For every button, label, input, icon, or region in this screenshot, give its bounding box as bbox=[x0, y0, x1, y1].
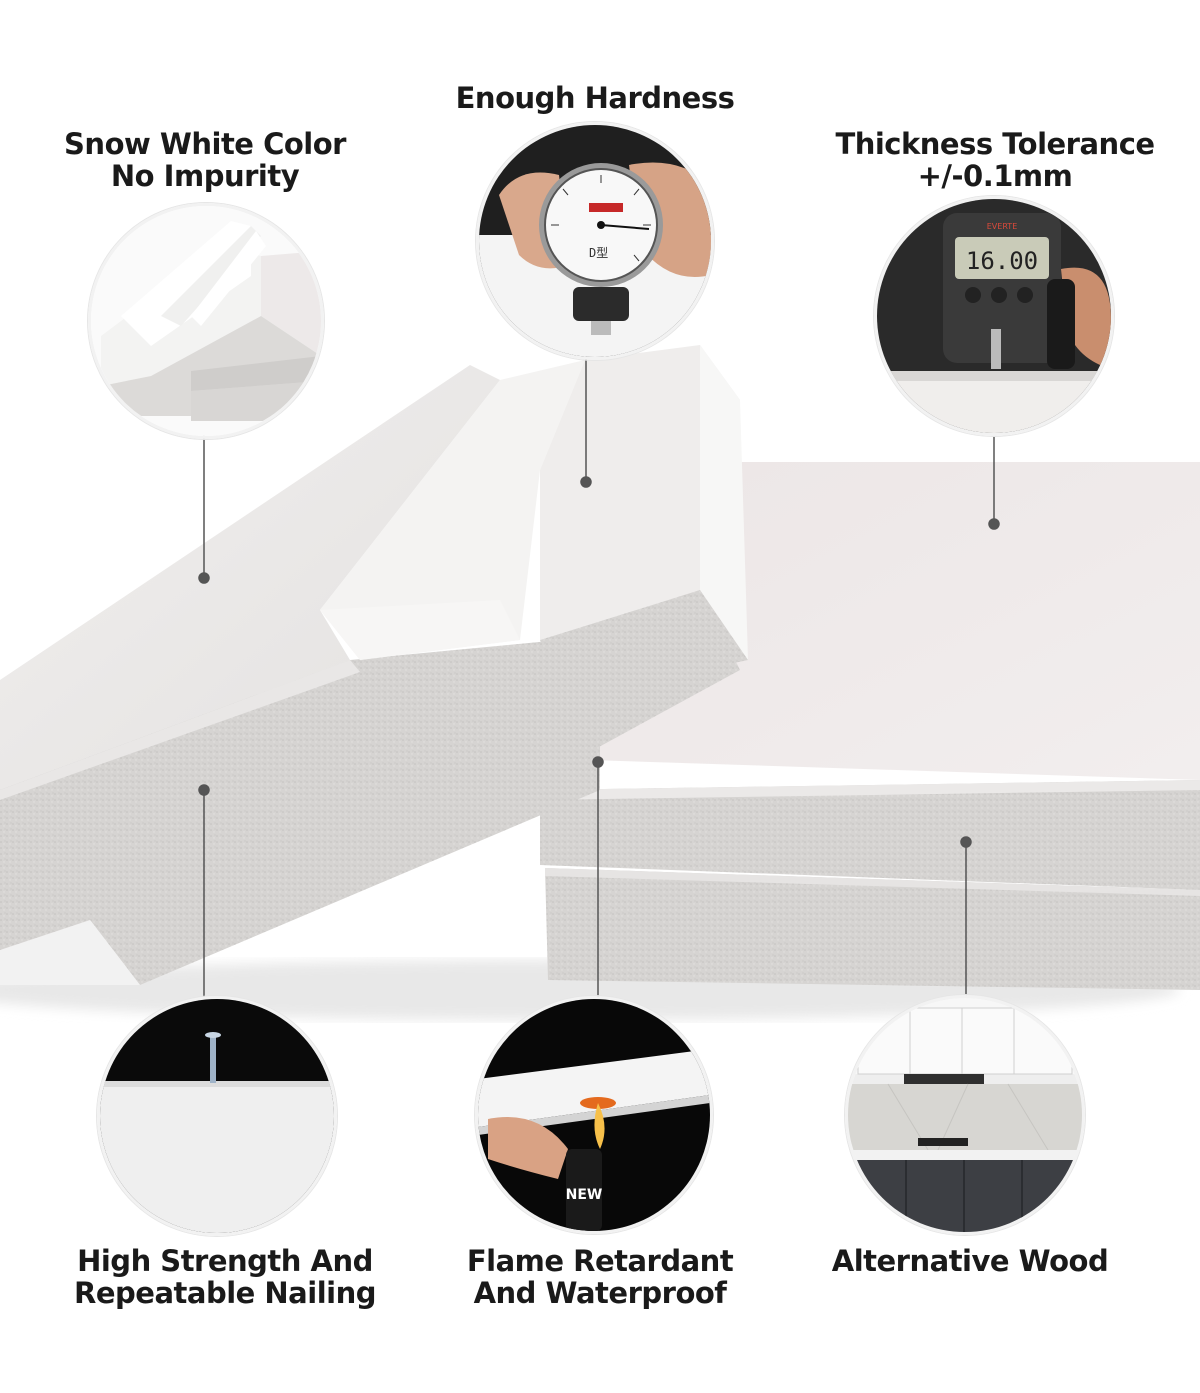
nailing-image bbox=[97, 996, 337, 1236]
label-snow-white-line1: Snow White Color bbox=[64, 127, 346, 161]
gauge-model-text: D型 bbox=[589, 246, 608, 260]
micrometer-brand-text: EVERTE bbox=[987, 222, 1018, 231]
label-hardness-line1: Enough Hardness bbox=[455, 81, 735, 115]
label-thickness-line1: Thickness Tolerance bbox=[835, 127, 1155, 161]
label-flame: Flame Retardant And Waterproof bbox=[440, 1245, 760, 1309]
lighter-text: NEW bbox=[566, 1187, 603, 1203]
label-thickness: Thickness Tolerance +/-0.1mm bbox=[825, 128, 1165, 192]
label-flame-line1: Flame Retardant bbox=[466, 1244, 734, 1278]
label-snow-white: Snow White Color No Impurity bbox=[55, 128, 355, 192]
label-snow-white-line2: No Impurity bbox=[110, 159, 300, 193]
micrometer-display-text: 16.00 bbox=[966, 247, 1038, 275]
snow-white-image bbox=[88, 203, 324, 439]
kitchen-cabinet-image bbox=[845, 995, 1085, 1235]
label-thickness-line2: +/-0.1mm bbox=[917, 159, 1073, 193]
connector-lines bbox=[198, 352, 1000, 998]
label-nailing-line1: High Strength And bbox=[77, 1244, 373, 1278]
hardness-gauge-image: D型 bbox=[476, 122, 714, 360]
label-nailing-line2: Repeatable Nailing bbox=[74, 1276, 376, 1310]
label-wood-line1: Alternative Wood bbox=[831, 1244, 1109, 1278]
label-wood: Alternative Wood bbox=[820, 1245, 1120, 1277]
label-nailing: High Strength And Repeatable Nailing bbox=[55, 1245, 395, 1309]
thickness-gauge-image: EVERTE 16.00 bbox=[874, 196, 1114, 436]
flame-test-image: NEW bbox=[475, 996, 713, 1234]
label-hardness: Enough Hardness bbox=[440, 82, 750, 114]
label-flame-line2: And Waterproof bbox=[473, 1276, 727, 1310]
